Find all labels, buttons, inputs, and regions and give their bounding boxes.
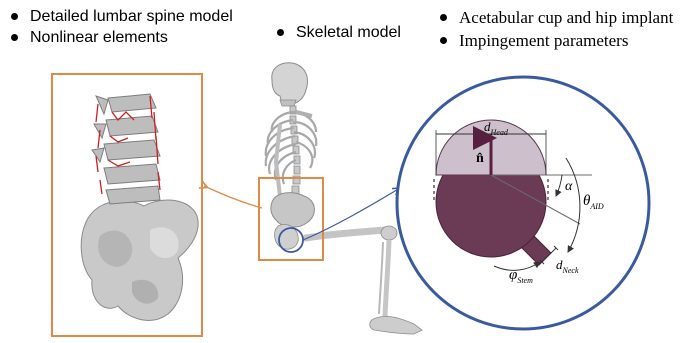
femur <box>306 230 386 238</box>
foot-bones <box>370 316 422 334</box>
knee <box>381 226 397 240</box>
skeleton-pelvis <box>271 193 315 227</box>
lumbar-connector-arrow <box>204 186 262 208</box>
label-normal-vector: n̂ <box>476 151 484 166</box>
skull <box>272 63 308 104</box>
lumbar-spine-panel <box>52 74 202 336</box>
implant-detail: dHead n̂ α θAID φStem dNeck <box>397 77 649 329</box>
tibia <box>385 240 389 316</box>
label-alpha: α <box>565 179 573 194</box>
